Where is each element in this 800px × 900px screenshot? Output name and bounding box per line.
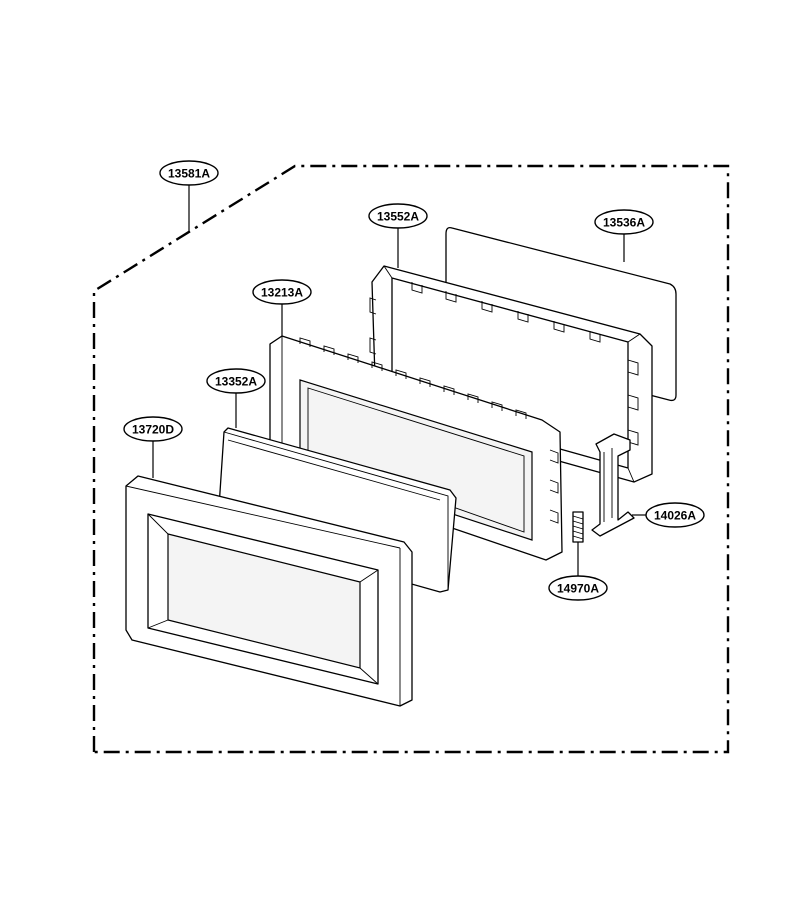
callout-door-frame-label: 13720D [132,423,174,437]
callout-assembly: 13581A [159,160,219,186]
callout-door-panel-label: 13213A [261,286,303,300]
callout-screen-label: 13536A [603,216,645,230]
callout-door-frame: 13720D [123,416,183,442]
callout-glass-label: 13352A [215,375,257,389]
assembly-boundary [92,164,730,754]
callout-glass: 13352A [206,368,266,394]
callout-frame-label: 13552A [377,210,419,224]
callout-assembly-label: 13581A [168,167,210,181]
callout-latch-label: 14026A [654,509,696,523]
callout-spring-label: 14970A [557,582,599,596]
part-latch [591,433,635,537]
callout-frame: 13552A [368,203,428,229]
part-door-panel [269,335,563,561]
part-spring [572,511,584,543]
callout-latch: 14026A [645,502,705,528]
callout-spring: 14970A [548,575,608,601]
callout-door-panel: 13213A [252,279,312,305]
part-door-frame [125,475,413,707]
callout-screen: 13536A [594,209,654,235]
